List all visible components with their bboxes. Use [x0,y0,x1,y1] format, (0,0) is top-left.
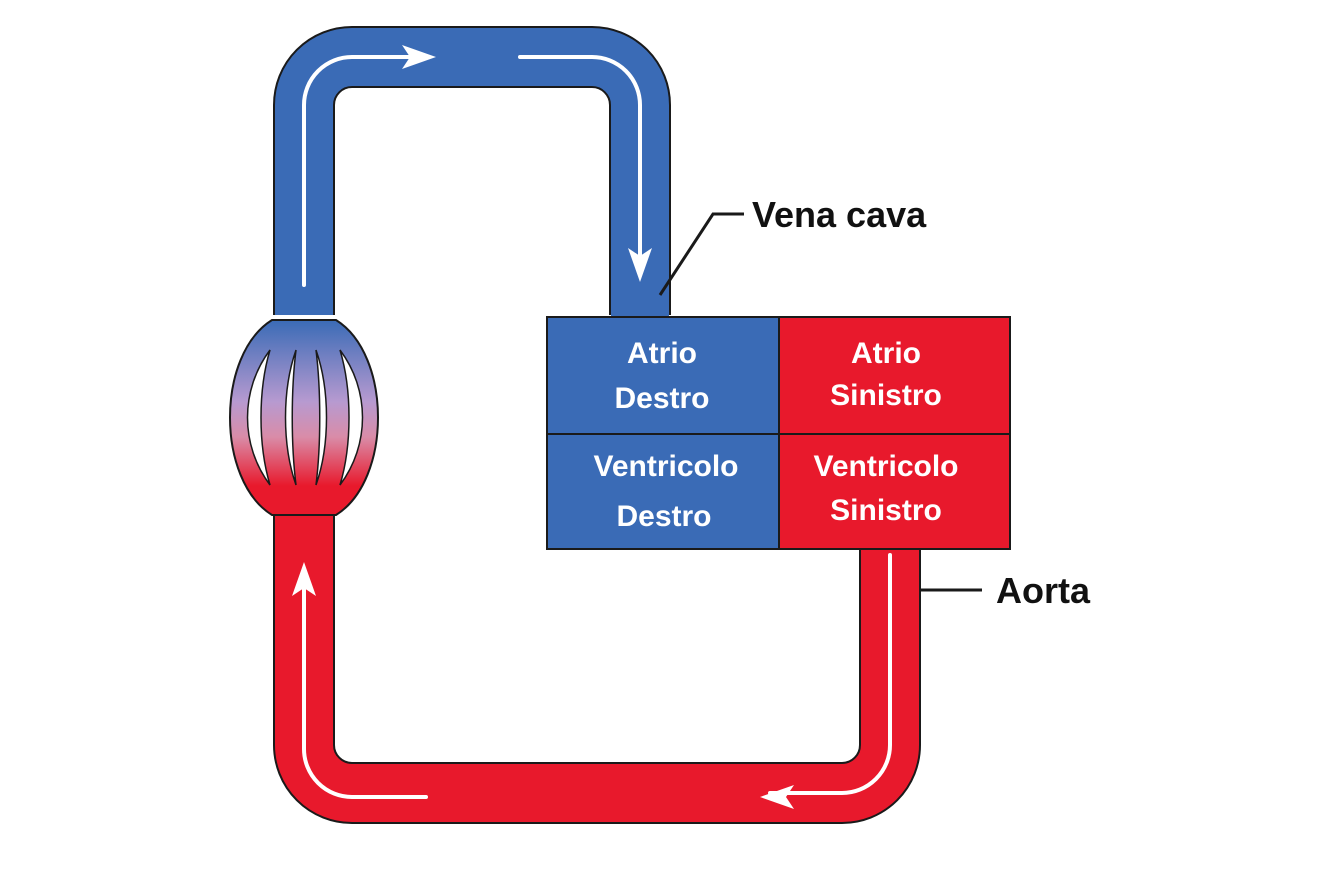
left-ventricle [778,433,1011,550]
left-ventricle-label-2: Sinistro [830,494,942,527]
left-ventricle-label-1: Ventricolo [813,450,958,483]
flow-arrow-aorta [768,553,892,795]
arrowhead-up [292,562,316,596]
right-atrium-label-1: Atrio [627,337,697,370]
right-ventricle-label-2: Destro [616,500,711,533]
right-atrium-label-2: Destro [614,382,709,415]
capillary-channel [315,349,328,486]
flow-arrows [302,55,892,799]
right-ventricle-label-1: Ventricolo [593,450,738,483]
capillary-channel [284,349,297,486]
flow-arrow-up-left [302,55,430,287]
aorta-label: Aorta [996,570,1091,611]
left-atrium-label-2: Sinistro [830,379,942,412]
arrowheads [292,45,794,809]
heart: Atrio Destro Atrio Sinistro Ventricolo D… [546,316,1011,550]
capillary-channel [339,349,364,486]
flow-arrow-bottom-left [302,573,428,799]
arrowhead-down [628,248,652,282]
arrowhead-right [402,45,436,69]
capillary-channel [246,349,271,486]
vena-cava-leader-line [658,212,744,296]
venous-vessel [275,28,669,318]
arrowhead-left [760,785,794,809]
right-atrium [546,316,780,435]
left-atrium-label-1: Atrio [851,337,921,370]
flow-arrow-down-right [518,55,642,277]
capillary-bed [229,319,379,516]
vena-cava-label: Vena cava [752,194,927,235]
right-ventricle [546,433,780,550]
left-atrium [778,316,1011,435]
venous-vessel-outline [273,26,671,315]
